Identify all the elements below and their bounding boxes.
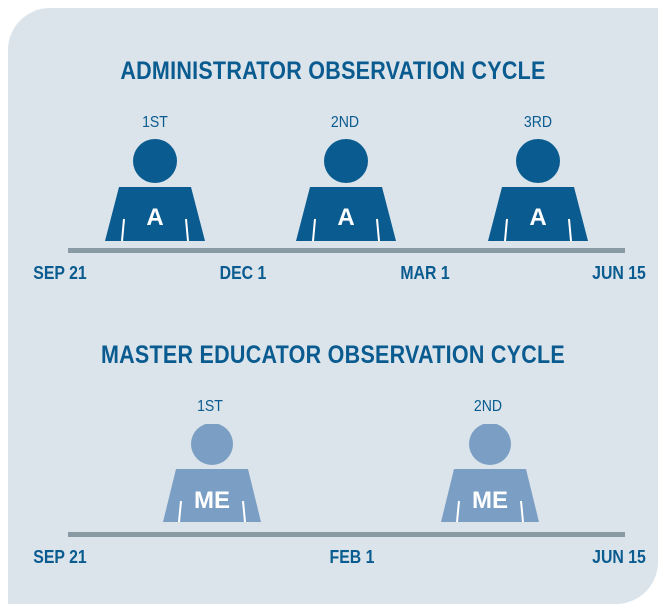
admin-ordinal-1: 1ST (142, 114, 168, 131)
person-icon: ME (441, 424, 539, 523)
admin-date-3: MAR 1 (400, 263, 450, 283)
diagram-panel (8, 8, 658, 604)
master-date-start: SEP 21 (33, 547, 87, 567)
master-observer-1: ME (162, 424, 262, 524)
admin-timeline (68, 248, 625, 253)
master-ordinal-2: 2ND (473, 398, 503, 415)
master-badge-2: ME (472, 487, 508, 514)
admin-date-start: SEP 21 (33, 263, 87, 283)
person-icon: A (296, 139, 396, 242)
admin-date-end: JUN 15 (592, 263, 646, 283)
person-icon: A (488, 139, 588, 242)
admin-badge-3: A (529, 204, 546, 231)
person-icon: ME (163, 424, 261, 523)
master-date-2: FEB 1 (329, 547, 375, 567)
admin-ordinal-3: 3RD (523, 114, 553, 131)
master-badge-1: ME (194, 487, 230, 514)
admin-cycle-title: ADMINISTRATOR OBSERVATION CYCLE (120, 57, 546, 85)
admin-observer-3: A (488, 139, 588, 243)
person-icon: A (105, 139, 205, 242)
master-timeline (68, 532, 625, 537)
admin-date-2: DEC 1 (219, 263, 267, 283)
master-observer-2: ME (440, 424, 540, 524)
admin-badge-2: A (337, 204, 354, 231)
admin-observer-2: A (296, 139, 396, 243)
master-ordinal-1: 1ST (197, 398, 223, 415)
admin-badge-1: A (146, 204, 163, 231)
master-date-end: JUN 15 (592, 547, 646, 567)
master-cycle-title: MASTER EDUCATOR OBSERVATION CYCLE (100, 341, 566, 369)
admin-ordinal-2: 2ND (330, 114, 360, 131)
admin-observer-1: A (105, 139, 205, 243)
